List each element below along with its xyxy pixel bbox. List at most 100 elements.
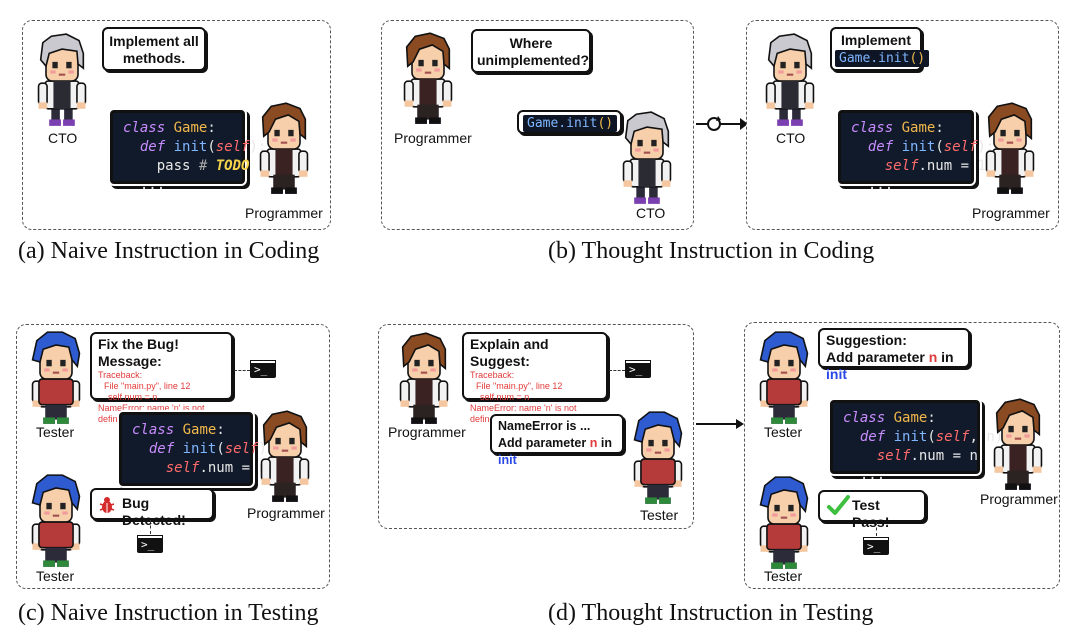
code-self: self xyxy=(935,429,970,445)
explanation-bubble: NameError is ... Add parameter n in init xyxy=(490,414,624,467)
loop-arrow xyxy=(696,116,748,131)
programmer-character xyxy=(252,100,316,196)
inline-code: Game.init() xyxy=(835,50,930,67)
code-statement: .num = 1 xyxy=(918,158,986,174)
code-function: init xyxy=(893,429,928,445)
text-part: in xyxy=(600,436,612,450)
traceback-line: NameError: name 'n' is not defined xyxy=(98,403,205,424)
connector xyxy=(609,370,625,371)
method-name: init xyxy=(498,453,517,467)
tester-label: Tester xyxy=(36,424,75,440)
cto-character xyxy=(615,110,679,206)
tester-character xyxy=(626,410,690,506)
code-self: self xyxy=(876,448,911,464)
arrow xyxy=(696,419,744,429)
programmer-label: Programmer xyxy=(394,130,472,146)
code-class: Game xyxy=(901,120,936,136)
programmer-character xyxy=(978,100,1042,196)
implement-bubble: Implement Game.init() xyxy=(830,27,930,71)
tester-label: Tester xyxy=(764,424,803,440)
code-comment: # xyxy=(198,158,208,174)
code-function: init xyxy=(878,51,910,66)
code-object: Game. xyxy=(839,51,879,66)
terminal-icon: >_ xyxy=(250,360,276,378)
param-name: n xyxy=(928,349,938,365)
code-paren: () xyxy=(909,51,926,66)
programmer-character xyxy=(986,396,1050,492)
code-self: self xyxy=(884,158,919,174)
bubble-title: Fix the Bug! Message: xyxy=(98,336,179,369)
bubble-text: Add parameter n in init xyxy=(498,435,616,469)
checkmark-icon xyxy=(827,495,850,515)
answer-bubble: Game.init() xyxy=(517,110,622,134)
terminal-icon: >_ xyxy=(625,360,651,378)
terminal-prompt: >_ xyxy=(867,540,881,553)
explain-bubble: Explain and Suggest: Traceback: File "ma… xyxy=(462,332,608,424)
code-keyword: pass xyxy=(156,158,191,174)
bubble-text: Add parameter n in init xyxy=(826,349,962,383)
bubble-text: Implement all methods. xyxy=(109,33,199,66)
terminal-prompt: >_ xyxy=(629,363,643,376)
code-class: Game xyxy=(893,410,928,426)
programmer-label: Programmer xyxy=(972,205,1050,221)
bubble-text: NameError is ... xyxy=(498,419,591,433)
traceback-line: Traceback: xyxy=(98,370,143,380)
programmer-label: Programmer xyxy=(245,205,323,221)
cto-label: CTO xyxy=(48,130,78,146)
tester-label: Tester xyxy=(764,568,803,584)
code-function: init xyxy=(901,139,936,155)
code-function: init xyxy=(182,441,217,457)
bubble-text: Implement xyxy=(840,32,911,48)
code-param: , n xyxy=(969,429,995,445)
code-paren: () xyxy=(597,116,614,131)
code-snippet: class Game: def init(self): self.num = n… xyxy=(119,412,275,495)
code-self: self xyxy=(165,460,200,476)
traceback-line: self.num = n xyxy=(480,392,530,402)
code-keyword: def xyxy=(139,139,166,155)
code-class: Game xyxy=(173,120,208,136)
test-pass-bubble: Test Pass! xyxy=(818,490,926,530)
code-ellipsis: ... xyxy=(139,177,166,193)
code-keyword: def xyxy=(148,441,175,457)
code-statement: .num = n xyxy=(910,448,978,464)
caption-c: (c) Naive Instruction in Testing xyxy=(18,600,319,626)
tester-character xyxy=(24,330,88,426)
connector xyxy=(876,522,877,536)
instruction-bubble: Implement all methods. xyxy=(102,27,206,71)
bubble-title: Explain and Suggest: xyxy=(470,336,549,369)
code-ellipsis: ... xyxy=(867,177,894,193)
inline-code: Game.init() xyxy=(523,115,618,132)
tester-label: Tester xyxy=(36,568,75,584)
terminal-prompt: >_ xyxy=(254,363,268,376)
terminal-icon: >_ xyxy=(863,537,889,555)
code-class: Game xyxy=(182,422,217,438)
code-todo: TODO xyxy=(215,158,250,174)
cto-character xyxy=(758,32,822,128)
bubble-text: Test Pass! xyxy=(852,497,890,530)
code-keyword: def xyxy=(867,139,894,155)
traceback-line: File "main.py", line 12 xyxy=(104,381,191,391)
traceback-line: self.num = n xyxy=(108,392,158,402)
terminal-icon: >_ xyxy=(137,535,163,553)
programmer-character xyxy=(396,30,460,126)
cto-character xyxy=(30,32,94,128)
question-bubble: Where unimplemented? xyxy=(471,29,591,73)
programmer-character xyxy=(392,330,456,426)
bubble-text: Bug Detected! xyxy=(122,495,186,528)
method-name: init xyxy=(826,366,847,382)
text-part: Add parameter xyxy=(498,436,587,450)
traceback-line: File "main.py", line 12 xyxy=(476,381,563,391)
traceback-line: Traceback: xyxy=(470,370,515,380)
suggestion-bubble: Suggestion: Add parameter n in init xyxy=(818,328,970,382)
text-part: Add parameter xyxy=(826,349,925,365)
fix-bug-bubble: Fix the Bug! Message: Traceback: File "m… xyxy=(90,332,233,424)
bubble-title: Suggestion: xyxy=(826,332,907,348)
traceback-line: NameError: name 'n' is not defined xyxy=(470,403,577,424)
programmer-label: Programmer xyxy=(388,424,466,440)
code-object: Game. xyxy=(527,116,567,131)
tester-character xyxy=(752,475,816,571)
code-keyword: def xyxy=(859,429,886,445)
traceback: Traceback: File "main.py", line 12 self.… xyxy=(470,370,600,425)
code-keyword: class xyxy=(123,120,166,136)
code-function: init xyxy=(173,139,208,155)
